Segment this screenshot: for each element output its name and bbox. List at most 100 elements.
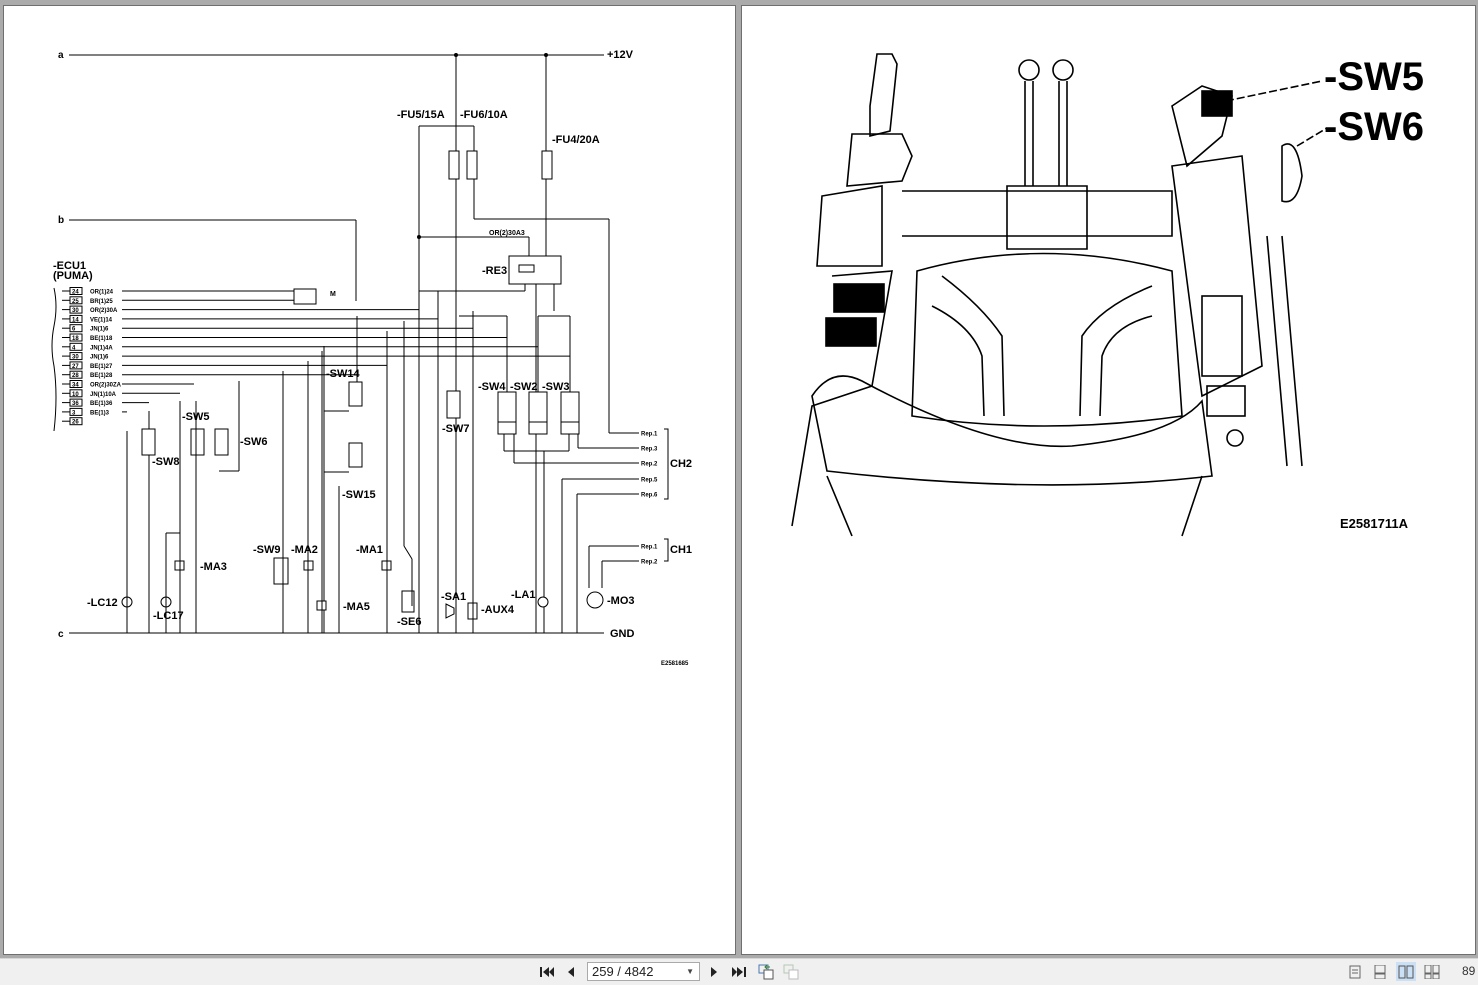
ecu-sub: (PUMA) — [53, 270, 93, 282]
ecu-pin-box — [69, 352, 83, 361]
motor-mo3 — [586, 591, 604, 609]
ecu-wire-label: OR(2)30A — [90, 308, 118, 314]
switch-sw3 — [560, 391, 580, 435]
last-page-icon — [732, 967, 746, 977]
seat-front — [811, 375, 1213, 486]
previous-page-button[interactable] — [561, 963, 581, 981]
switch-sw9 — [273, 557, 289, 585]
ecu-pin-number: 14 — [72, 317, 79, 323]
ecu-pin-number: 26 — [72, 420, 79, 426]
ecu-pin-row: 25 BR(1)25 — [62, 296, 304, 305]
right-figure-code: E2581711A — [1340, 516, 1409, 531]
previous-view-icon — [758, 964, 774, 980]
sw7-label: -SW7 — [442, 423, 470, 435]
ecu-pin-box — [69, 370, 83, 379]
sw3-label: -SW3 — [542, 381, 570, 393]
rail-gnd-label: GND — [610, 628, 635, 640]
first-page-button[interactable] — [537, 963, 557, 981]
two-page-continuous-view-button[interactable] — [1422, 962, 1442, 981]
sw4-label: -SW4 — [478, 381, 506, 393]
fuse-fu4-label: -FU4/20A — [552, 134, 600, 146]
ecu-pin-number: 28 — [72, 373, 79, 379]
right-pdf-page: -SW5 -SW6 E2581711A — [741, 5, 1476, 955]
cab-controls-illustration: -SW5 -SW6 E2581711A — [791, 53, 1424, 537]
relay-re3 — [508, 255, 562, 285]
lamp-la1 — [537, 596, 549, 608]
sw15-label: -SW15 — [342, 489, 376, 501]
ecu-pin-box — [69, 417, 83, 426]
seat-cushion — [911, 252, 1183, 427]
ecu-wire-label: BE(1)18 — [90, 336, 113, 342]
zoom-level[interactable]: 89 — [1462, 964, 1476, 978]
sw6-label: -SW6 — [240, 436, 268, 448]
two-page-view-button[interactable] — [1396, 962, 1416, 981]
ma5-label: -MA5 — [343, 601, 370, 613]
ecu-wire-label: BE(1)27 — [90, 364, 113, 370]
ecu-pin-number: 27 — [72, 364, 79, 370]
callout-sw6: -SW6 — [1324, 105, 1424, 149]
se6-label: -SE6 — [397, 616, 421, 628]
lever-knob-right — [1052, 59, 1074, 81]
next-view-button[interactable] — [781, 963, 801, 981]
single-page-view-button[interactable] — [1345, 962, 1365, 981]
connector-pin-label: Rep.6 — [641, 493, 658, 499]
fuse-fu6 — [466, 150, 478, 180]
ma1-label: -MA1 — [356, 544, 383, 556]
ecu-pin-number: 18 — [72, 336, 79, 342]
next-page-button[interactable] — [704, 963, 724, 981]
switch-sw7 — [446, 390, 461, 419]
left-figure-code: E2581685 — [661, 661, 689, 667]
ecu-wire-label: BR(1)25 — [90, 299, 113, 305]
connector-pin-label: Rep.1 — [641, 432, 658, 438]
last-page-button[interactable] — [729, 963, 749, 981]
previous-page-icon — [568, 967, 574, 977]
ecu-pin-number: 10 — [72, 392, 79, 398]
horn-sa1 — [445, 603, 455, 619]
ch2-label: CH2 — [670, 458, 692, 470]
ecu-wire-label: JN(1)6 — [90, 327, 109, 333]
previous-view-button[interactable] — [756, 963, 776, 981]
ecu-name: -ECU1 — [53, 260, 86, 272]
switch-sw2 — [528, 391, 548, 435]
left-joystick — [869, 53, 898, 138]
continuous-view-button[interactable] — [1370, 962, 1390, 981]
first-page-icon — [540, 967, 554, 977]
single-page-icon — [1349, 965, 1361, 978]
page-number-value: 259 / 4842 — [592, 964, 654, 979]
wiring-diagram: a +12V b c GND -FU5/15A -FU6/10A -FU4/20… — [51, 49, 692, 667]
ecu-pin-number: 4 — [72, 345, 76, 351]
fuse-fu6-label: -FU6/10A — [460, 109, 508, 121]
connector-pin-label: Rep.1 — [641, 545, 658, 551]
ecu-pin-box — [69, 305, 83, 314]
ecu-pin-box — [69, 342, 83, 351]
ecu-pin-number: 24 — [72, 290, 79, 296]
sw9-label: -SW9 — [253, 544, 281, 556]
callout-sw5-leader — [1225, 80, 1323, 102]
switch-sw6 — [214, 428, 229, 456]
ecu-pin-number: 30 — [72, 355, 79, 361]
ecu-pin-box — [69, 407, 83, 416]
viewer-toolbar: 259 / 4842 ▼ 89 — [0, 958, 1478, 985]
ecu-pin-box — [69, 314, 83, 323]
ecu-pin-box — [69, 398, 83, 407]
lc12-label: -LC12 — [87, 597, 118, 609]
rail-b-label: b — [58, 215, 64, 226]
right-switch-panel — [1201, 90, 1233, 117]
next-view-icon — [783, 964, 799, 980]
sensor-se6 — [401, 590, 415, 613]
fuse-fu5 — [448, 150, 460, 180]
ecu-pin-box — [69, 287, 83, 295]
rail-a-label: a — [58, 50, 64, 61]
page-number-select[interactable]: 259 / 4842 ▼ — [587, 962, 700, 981]
continuous-page-icon — [1374, 964, 1386, 979]
ecu-pin-number: 25 — [72, 299, 79, 305]
mo3-label: -MO3 — [607, 595, 635, 607]
sa1-label: -SA1 — [441, 591, 466, 603]
